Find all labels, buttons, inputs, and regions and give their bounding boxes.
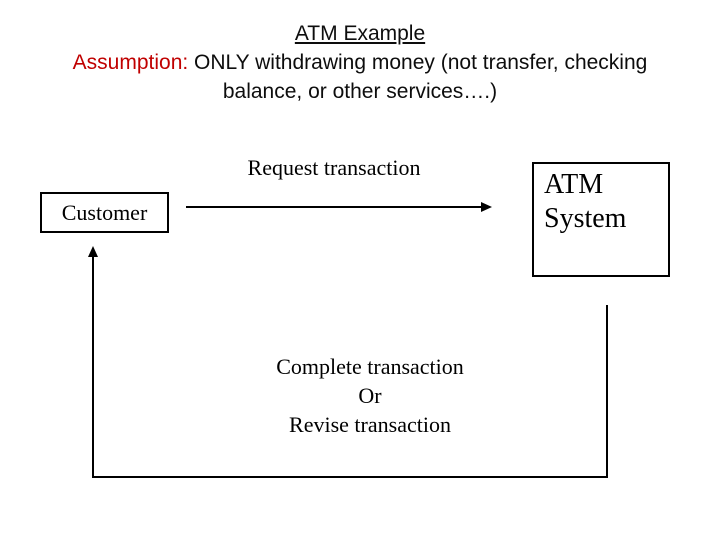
page-title: ATM Example	[294, 22, 426, 45]
assumption-text-part1: ONLY withdrawing money (not transfer, ch…	[188, 51, 648, 74]
request-arrow-line	[186, 206, 482, 208]
slide-title-block: ATM Example Assumption: ONLY withdrawing…	[0, 19, 720, 106]
feedback-line-down	[606, 305, 608, 477]
request-transaction-label: Request transaction	[247, 155, 421, 180]
title-line: ATM Example	[0, 19, 720, 48]
feedback-line-up	[92, 256, 94, 477]
customer-box: Customer	[40, 192, 169, 233]
feedback-arrow-up-icon	[88, 246, 98, 257]
assumption-text-part2: balance, or other services….)	[222, 80, 498, 103]
atm-system-box: ATM System	[532, 162, 670, 277]
request-arrow-right-icon	[481, 202, 492, 212]
assumption-line: Assumption: ONLY withdrawing money (not …	[0, 48, 720, 77]
feedback-label: Complete transaction Or Revise transacti…	[276, 354, 464, 437]
assumption-label: Assumption:	[72, 51, 189, 74]
customer-box-label: Customer	[61, 199, 148, 225]
feedback-line-bottom	[92, 476, 608, 478]
